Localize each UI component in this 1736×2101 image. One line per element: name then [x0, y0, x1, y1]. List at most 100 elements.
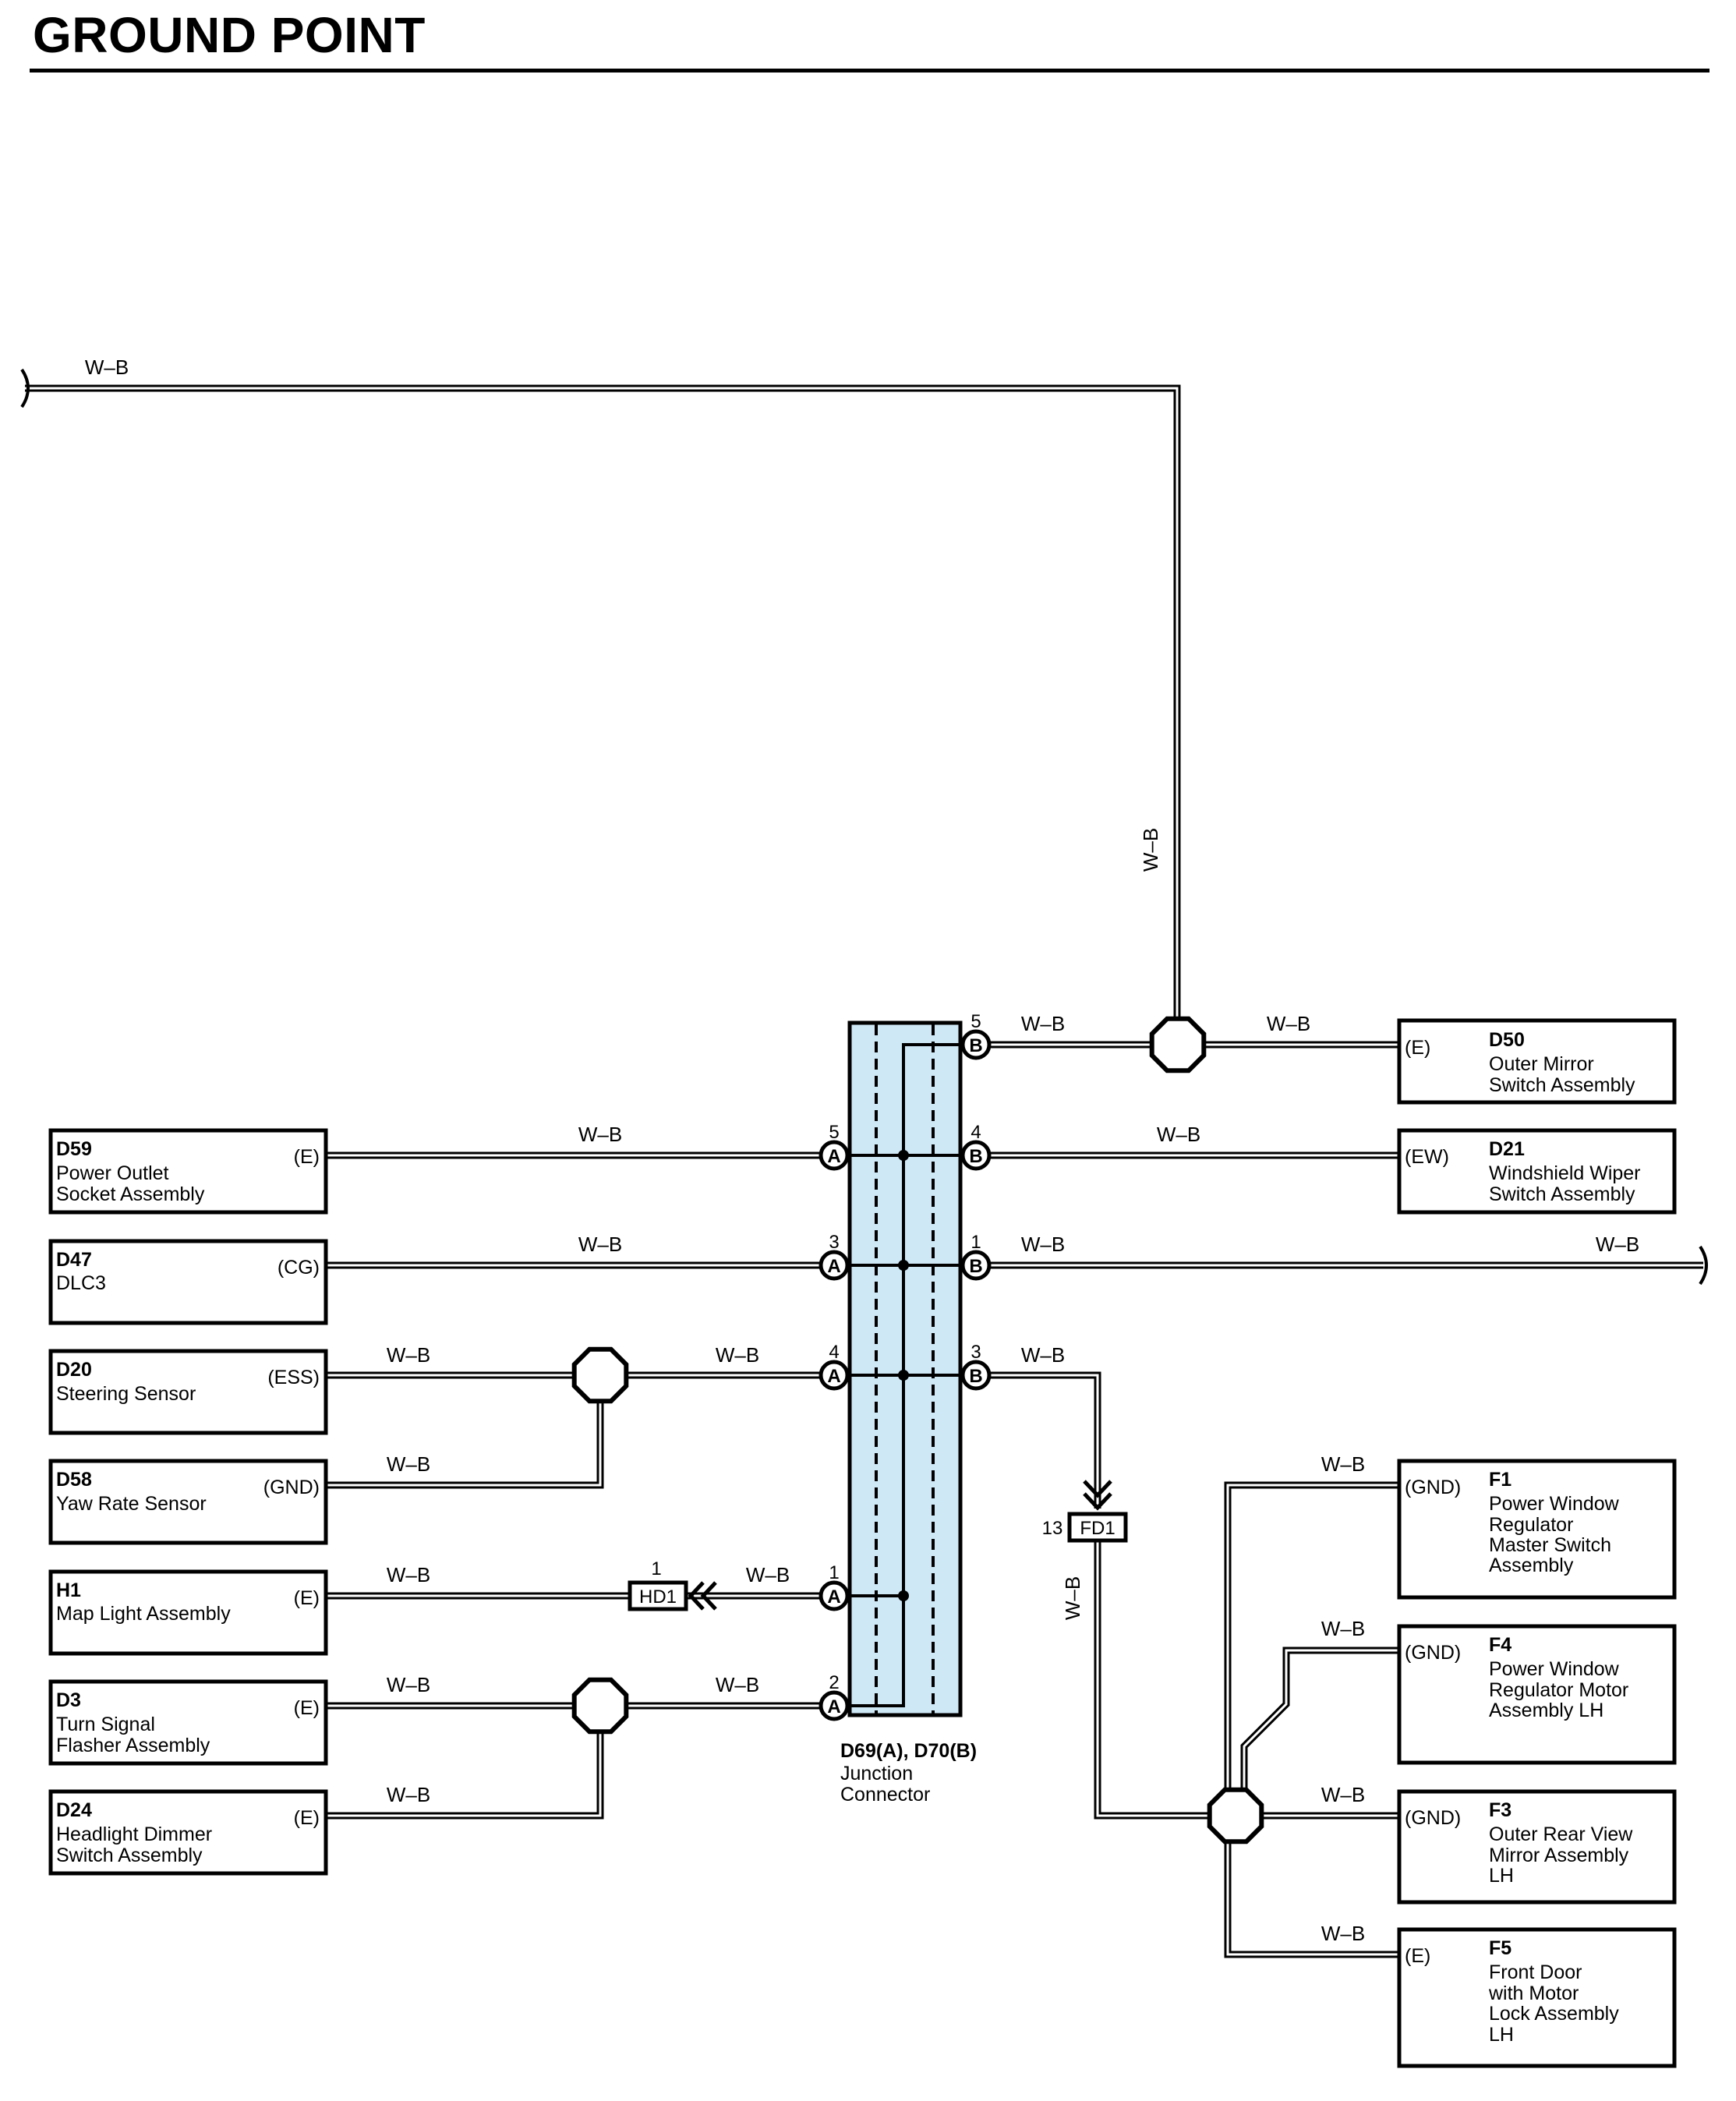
splice-right-ground	[1207, 1787, 1264, 1845]
component-name-line: Power Outlet	[56, 1162, 169, 1184]
component-name-line: Flasher Assembly	[56, 1735, 210, 1756]
component-d59: D59 Power Outlet Socket Assembly (E)	[48, 1128, 328, 1215]
component-pin: (E)	[294, 1146, 320, 1168]
junction-dot	[898, 1260, 909, 1271]
component-box	[48, 1679, 328, 1766]
component-box	[48, 1128, 328, 1215]
wire-color-label: W–B	[85, 355, 129, 379]
junction-pin-a5-letter: A	[827, 1146, 840, 1167]
wire-color-label: W–B	[1321, 1783, 1365, 1806]
wire-color-label: W–B	[387, 1673, 430, 1696]
component-name-line: Master Switch	[1489, 1534, 1611, 1556]
wire-b3-fd1-inner	[989, 1374, 1099, 1509]
top-ground-wire	[25, 384, 1181, 1017]
top-ground-wire-inner	[25, 387, 1179, 1017]
wire-fd1-splice-inner	[1096, 1542, 1207, 1817]
wire-color-label: W–B	[387, 1343, 430, 1367]
component-name-line: Regulator	[1489, 1514, 1573, 1536]
plug-fd1-box	[1067, 1512, 1128, 1543]
junction-pin-b1	[960, 1250, 992, 1281]
wire-color-label: W–B	[578, 1123, 622, 1146]
component-d3: D3 Turn Signal Flasher Assembly (E)	[48, 1679, 328, 1766]
component-name-line: LH	[1489, 1865, 1514, 1887]
component-id: D59	[56, 1138, 92, 1160]
wire-break-mark	[20, 368, 30, 409]
wire-splice-f5	[1224, 1843, 1399, 1958]
wire-color-label: W–B	[578, 1233, 622, 1256]
component-d50: (E) D50 Outer Mirror Switch Assembly	[1397, 1018, 1677, 1105]
junction-pin-a2-letter: A	[827, 1696, 840, 1717]
wire-color-label: W–B	[746, 1563, 790, 1586]
junction-id: D69(A), D70(B)	[840, 1740, 977, 1762]
junction-pin-b5-letter: B	[969, 1035, 982, 1056]
component-name-line: Switch Assembly	[1489, 1183, 1635, 1205]
wire-splice-f4-inner	[1243, 1649, 1399, 1788]
component-name-line: Mirror Assembly	[1489, 1845, 1629, 1866]
component-id: D50	[1489, 1029, 1525, 1051]
component-pin: (EW)	[1405, 1146, 1449, 1168]
wire-d24-splice	[326, 1734, 604, 1820]
junction-pin-b3	[960, 1360, 992, 1391]
component-name-line: Lock Assembly	[1489, 2003, 1619, 2025]
junction-pin-b4-number: 4	[971, 1122, 981, 1143]
junction-dot	[898, 1370, 909, 1381]
component-pin: (E)	[294, 1587, 320, 1609]
component-name-line: Yaw Rate Sensor	[56, 1493, 207, 1515]
component-id: F1	[1489, 1469, 1511, 1491]
junction-pin-a5	[819, 1140, 850, 1171]
component-name-line: Switch Assembly	[56, 1845, 203, 1866]
junction-pin-a3-letter: A	[827, 1256, 840, 1277]
component-box	[1397, 1927, 1677, 2068]
component-name-line: Regulator Motor	[1489, 1679, 1628, 1701]
wire-d58-splice-inner	[326, 1403, 602, 1487]
component-d47: D47 DLC3 (CG)	[48, 1239, 328, 1325]
wire-splice-f5-inner	[1226, 1843, 1399, 1956]
wires	[25, 384, 1703, 1958]
component-id: F5	[1489, 1937, 1511, 1959]
junction-pin-b3-letter: B	[969, 1366, 982, 1387]
junction-dot	[898, 1590, 909, 1601]
wire-b3-fd1	[989, 1371, 1101, 1509]
wire-fd1-splice	[1094, 1542, 1207, 1820]
junction-layer: D69(A), D70(B) Junction Connector	[840, 1020, 977, 1806]
wire-color-label: W–B	[1596, 1233, 1639, 1256]
component-name-line: Power Window	[1489, 1658, 1620, 1680]
component-name-line: Windshield Wiper	[1489, 1162, 1641, 1184]
component-pin: (E)	[294, 1697, 320, 1719]
component-id: F3	[1489, 1799, 1511, 1821]
component-box	[1397, 1459, 1677, 1600]
page-title: GROUND POINT	[33, 7, 426, 63]
junction-pin-b4	[960, 1140, 992, 1171]
wire-color-label: W–B	[1139, 828, 1162, 872]
plug-hd1-pin: 1	[651, 1558, 661, 1579]
junction-pin-a5-number: 5	[829, 1122, 839, 1143]
component-id: D21	[1489, 1138, 1525, 1160]
plug-hd1-box	[628, 1580, 688, 1611]
wire-color-label: W–B	[387, 1563, 430, 1586]
wire-color-label: W–B	[1157, 1123, 1200, 1146]
component-box	[1397, 1624, 1677, 1765]
junction-dot	[898, 1150, 909, 1161]
junction-pin-a1-number: 1	[829, 1562, 839, 1583]
splice-d3-d24	[571, 1677, 629, 1735]
components: D59 Power Outlet Socket Assembly (E) D47…	[48, 1018, 1677, 2068]
component-d21: (EW) D21 Windshield Wiper Switch Assembl…	[1397, 1128, 1677, 1215]
plug-fd1-pin: 13	[1042, 1518, 1063, 1539]
component-id: D58	[56, 1469, 92, 1491]
splice-d50	[1149, 1016, 1207, 1073]
component-box	[48, 1789, 328, 1876]
component-pin: (ESS)	[267, 1367, 320, 1388]
wire-color-label: W–B	[1321, 1922, 1365, 1945]
component-pin: (GND)	[1405, 1477, 1461, 1498]
component-name-line: Assembly LH	[1489, 1700, 1603, 1721]
component-name-line: Turn Signal	[56, 1714, 155, 1735]
junction-pin-a1	[819, 1580, 850, 1611]
wire-color-label: W–B	[387, 1783, 430, 1806]
component-pin: (GND)	[1405, 1807, 1461, 1829]
component-box	[1397, 1018, 1677, 1105]
component-f3: (GND) F3 Outer Rear View Mirror Assembly…	[1397, 1789, 1677, 1905]
component-pin: (GND)	[1405, 1642, 1461, 1664]
